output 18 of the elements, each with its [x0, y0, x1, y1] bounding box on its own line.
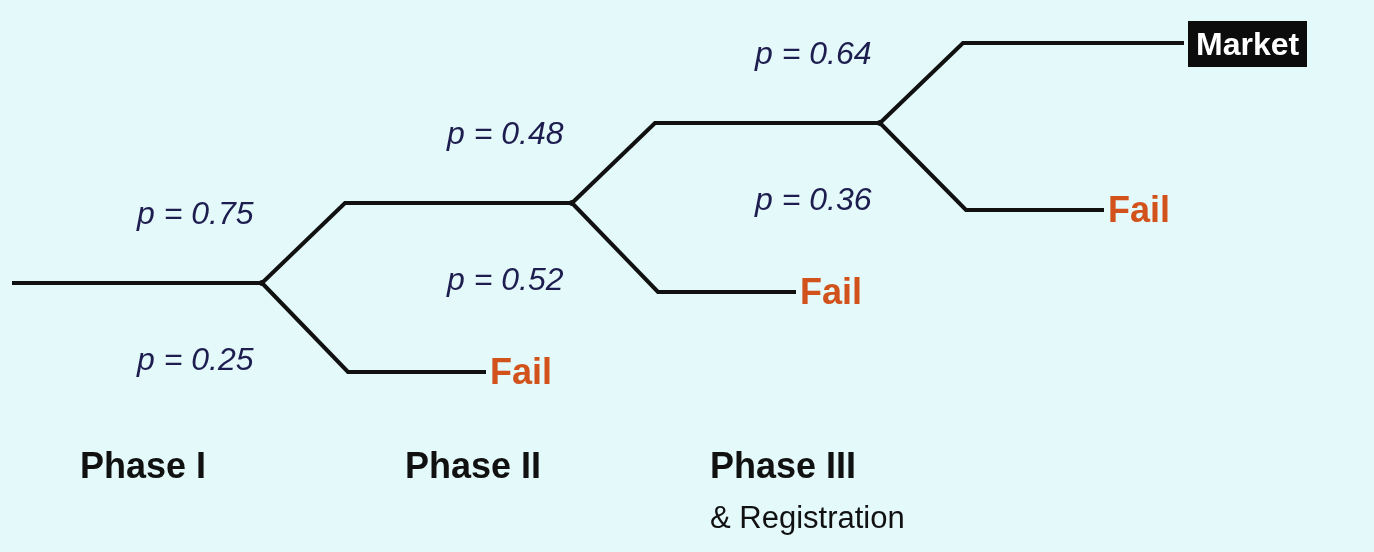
phase-label: Phase III [710, 445, 857, 487]
branch-line [570, 201, 796, 294]
outcome-label: Fail [800, 272, 862, 312]
branch-point [877, 120, 883, 126]
branch-line [260, 201, 572, 285]
outcome-label: Fail [1108, 190, 1170, 230]
branch-line [12, 281, 262, 285]
branch-line [878, 121, 1104, 212]
branch-line [570, 121, 880, 205]
branch-line [878, 41, 1184, 125]
branch-line [260, 281, 486, 374]
outcome-label: Market [1188, 21, 1308, 67]
phase-label: Phase II [405, 445, 542, 487]
phase-label: Phase I [80, 445, 207, 487]
branch-point [569, 200, 575, 206]
outcome-label: Fail [490, 352, 552, 392]
branch-point [259, 280, 265, 286]
phase-note: & Registration [710, 500, 905, 536]
